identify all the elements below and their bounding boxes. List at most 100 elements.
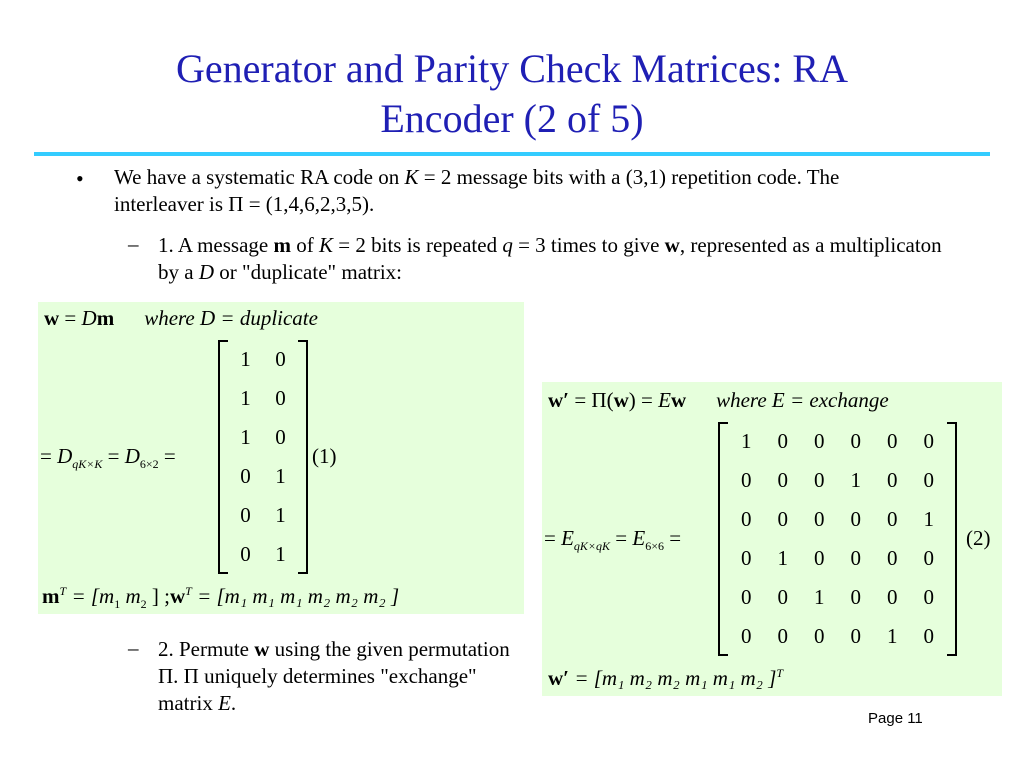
matrix-cell: 1 [887,624,898,648]
matrix-cell: 0 [275,386,286,410]
eq2-bottom-line: w′ = [m₁ m₂ m₂ m₁ m₁ m₂ ]T [548,666,783,691]
var-w: w [670,388,687,412]
matrix-cell: 1 [275,464,286,488]
eq1-number: (1) [312,444,337,468]
matrix-cell: 0 [887,546,898,570]
page-number: Page 11 [868,710,923,727]
matrix-cell: 0 [777,624,789,648]
eq-text: = [40,444,58,468]
sub-bullet-text-2: 2. Permute w using the given permutation… [158,636,518,717]
matrix-cell: 0 [850,507,862,531]
bullet-text-part: = 2 message bits with a (3,1) repetition… [114,165,840,216]
var-E: E [658,388,671,412]
var-E: E [632,526,646,550]
matrix-cell: 1 [814,585,825,609]
eq-text: = [610,526,633,550]
var-E: E [218,691,231,715]
eq-text: = Π( [569,388,614,412]
eq-text: = [m [66,584,115,608]
eq1-where-clause: where D = duplicate [144,306,318,330]
matrix-cell: 0 [887,507,898,531]
eq-text: ] ; [146,584,170,608]
slide-title-line-2: Encoder (2 of 5) [380,96,644,141]
matrix-cell: 0 [850,546,862,570]
var-K: K [319,233,334,257]
var-w: w [664,233,680,257]
var-D: D [81,306,97,330]
matrix-cell: 0 [850,624,862,648]
superscript: T [185,584,192,598]
subscript: 6×6 [645,539,664,554]
text-part: 2. Permute [158,637,255,661]
var-w-prime: w′ [548,666,570,690]
matrix-cell: 0 [777,585,789,609]
matrix-cell: 0 [850,429,862,453]
matrix-cell: 1 [777,546,789,570]
text-part: 1. A message [158,233,274,257]
matrix-cell: 0 [850,585,862,609]
bullet-marker: • [76,166,84,191]
eq2-lhs: = EqK×qK = E6×6 = [544,526,681,554]
superscript: T [59,584,67,598]
matrix-cell: 0 [777,507,789,531]
matrix-cell: 0 [814,429,825,453]
eq-text: = [158,444,176,468]
matrix-cell: 0 [741,546,752,570]
var-m: m [96,306,115,330]
slide-title-line-1: Generator and Parity Check Matrices: RA [175,46,848,91]
var-w-prime: w′ [548,388,570,412]
matrix-cell: 0 [741,585,752,609]
eq-text: = [663,526,682,550]
matrix-cell: 0 [814,507,825,531]
eq-text: ) = [628,388,659,412]
var-w: w [44,306,60,330]
text-part: or "duplicate" matrix: [214,260,403,284]
eq-text: = [m₁ m₁ m₁ m₂ m₂ m₂ ] [191,584,400,608]
matrix-cell: 0 [741,624,752,648]
matrix-cell: 0 [240,503,251,527]
matrix-cell: 1 [240,425,251,449]
matrix-cell: 0 [240,542,251,566]
text-part: using the given permutation Π. Π uniquel… [158,637,510,715]
text-part: = 3 times to give [512,233,665,257]
eq-text: = [102,444,125,468]
text-part: of [291,233,319,257]
matrix-cell: 0 [923,546,935,570]
eq1-bottom-line: mT = [m1 m2 ] ;wT = [m₁ m₁ m₁ m₂ m₂ m₂ ] [42,584,399,612]
var-D: D [57,444,73,468]
var-q: q [502,233,513,257]
sub-bullet-marker-2: – [128,636,139,660]
var-E: E [561,526,574,550]
subscript: 2 [140,597,147,612]
matrix-cell: 1 [850,468,862,492]
matrix-cell: 0 [741,507,752,531]
text-part: = 2 bits is repeated [333,233,503,257]
eq2-where-clause: where E = exchange [716,388,889,412]
matrix-cell: 0 [240,464,251,488]
var-D: D [198,260,214,284]
matrix-cell: 0 [777,468,789,492]
matrix-cell: 0 [814,624,825,648]
eq2-number: (2) [966,526,991,550]
matrix-cell: 1 [275,542,286,566]
matrix-cell: 1 [275,503,286,527]
bullet-text: We have a systematic RA code on K = 2 me… [114,164,934,218]
subscript: 6×2 [139,457,159,472]
